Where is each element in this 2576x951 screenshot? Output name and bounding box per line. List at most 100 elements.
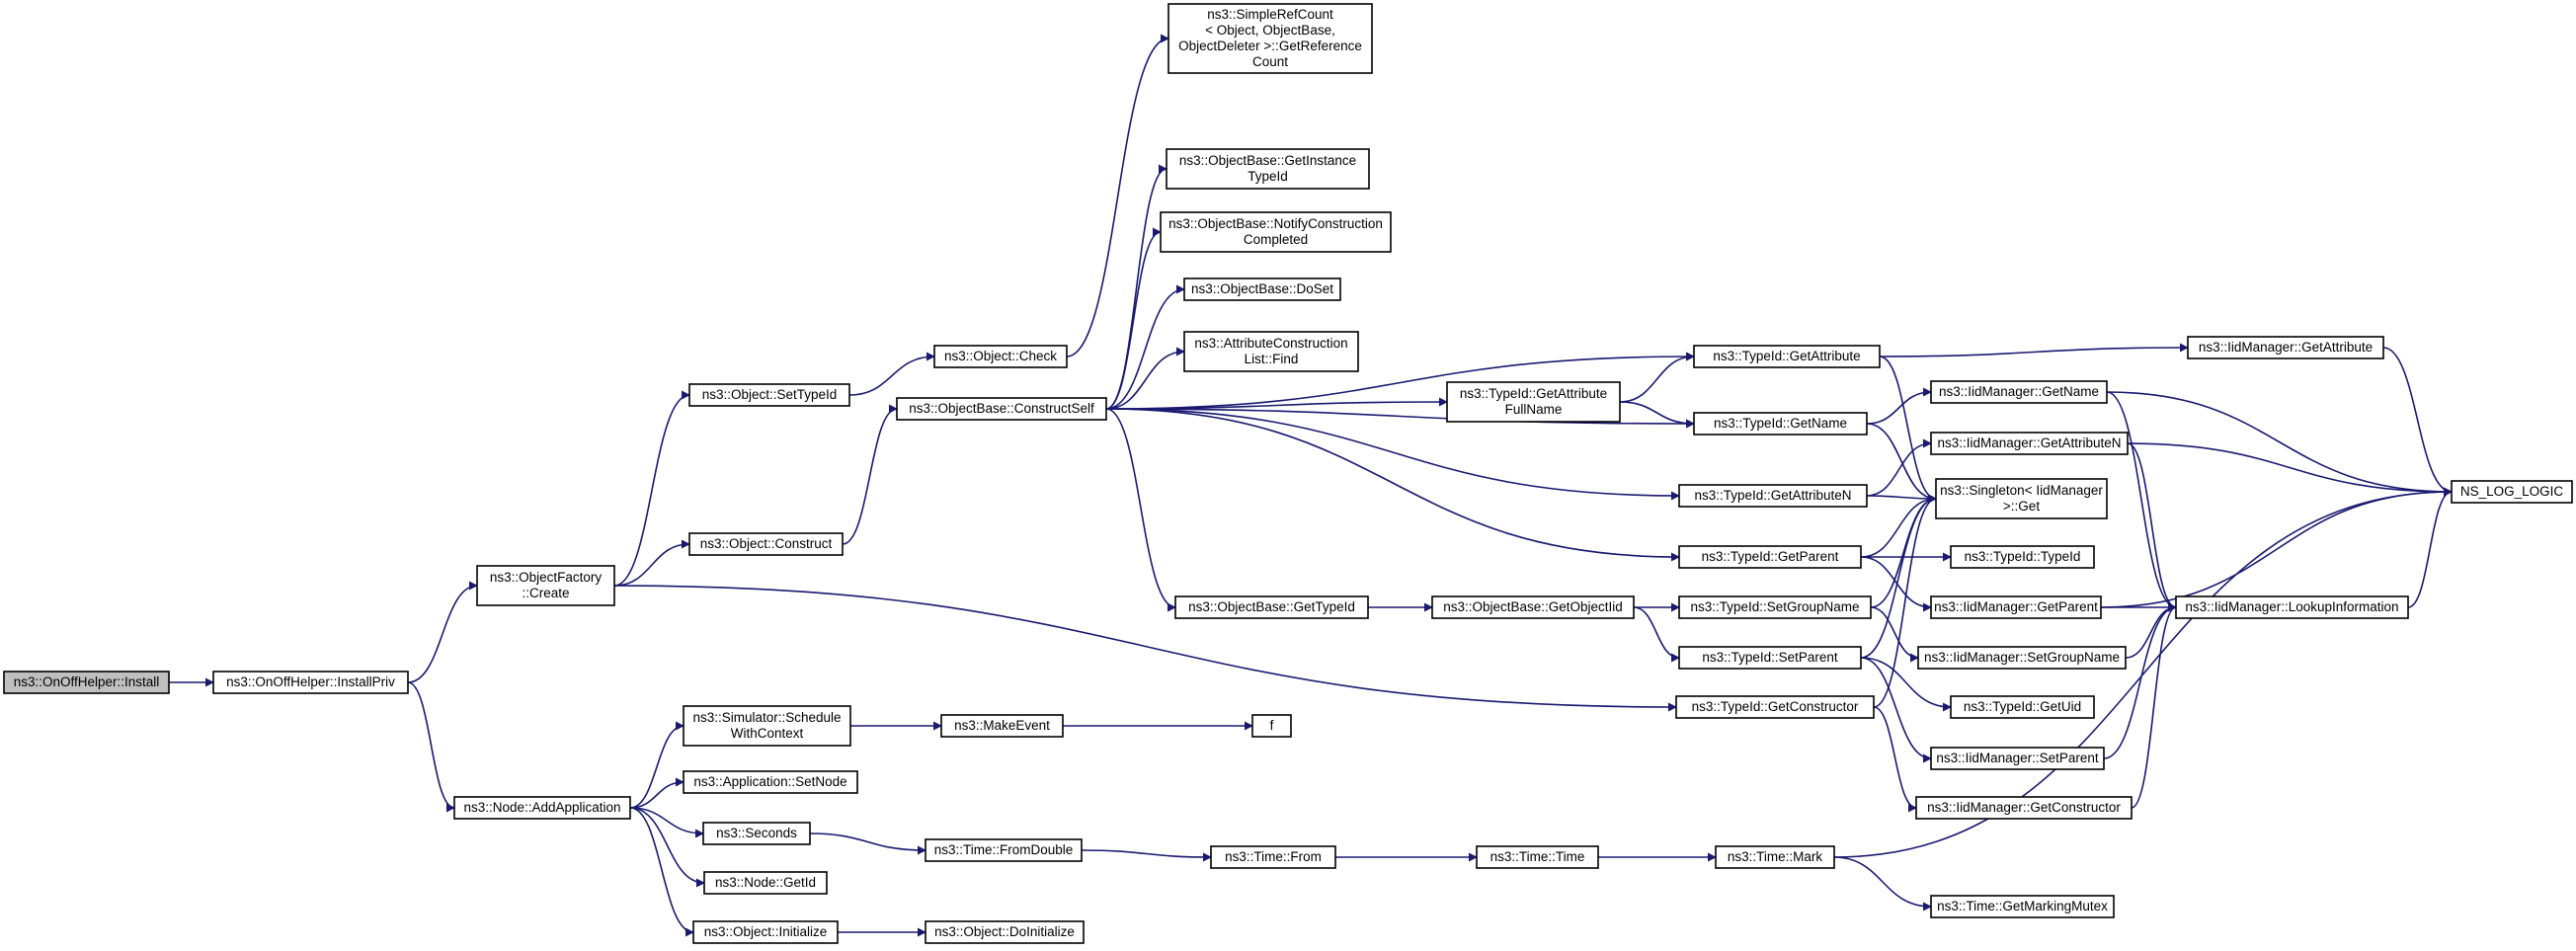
node-ns3-time-getmarkingmutex[interactable]: ns3::Time::GetMarkingMutex <box>1930 895 2115 918</box>
node-ns3-object-doinitialize[interactable]: ns3::Object::DoInitialize <box>925 920 1085 944</box>
node-ns3-makeevent[interactable]: ns3::MakeEvent <box>940 714 1064 738</box>
call-edge <box>613 539 690 587</box>
node-label: ns3::TypeId::TypeId <box>1965 549 2081 564</box>
node-ns3-simplerefcount-object-objectbase-objectdeleter-getreference-count[interactable]: ns3::SimpleRefCount< Object, ObjectBase,… <box>1167 3 1373 74</box>
node-box <box>703 871 828 895</box>
node-ns3-objectbase-gettypeid[interactable]: ns3::ObjectBase::GetTypeId <box>1174 595 1369 619</box>
node-ns3-object-settypeid[interactable]: ns3::Object::SetTypeId <box>688 383 850 407</box>
node-label: ns3::Application::SetNode <box>693 774 846 789</box>
node-ns3-time-time[interactable]: ns3::Time::Time <box>1476 845 1599 869</box>
node-box <box>1431 595 1635 619</box>
node-box <box>212 671 409 694</box>
node-ns3-typeid-typeid[interactable]: ns3::TypeId::TypeId <box>1950 545 2095 569</box>
node-ns-log-logic[interactable]: NS_LOG_LOGIC <box>2451 480 2573 504</box>
call-edge <box>613 390 690 587</box>
call-edge <box>2382 347 2453 497</box>
call-edge <box>2131 602 2177 809</box>
node-ns3-objectbase-notifyconstruction-completed[interactable]: ns3::ObjectBase::NotifyConstructionCompl… <box>1160 211 1392 253</box>
node-ns3-node-getid[interactable]: ns3::Node::GetId <box>703 871 828 895</box>
node-ns3-iidmanager-getattribute[interactable]: ns3::IidManager::GetAttribute <box>2187 336 2384 359</box>
node-ns3-iidmanager-getconstructor[interactable]: ns3::IidManager::GetConstructor <box>1915 796 2133 820</box>
node-ns3-singleton-iidmanager-get[interactable]: ns3::Singleton< IidManager >::Get <box>1935 478 2108 519</box>
node-ns3-typeid-getname[interactable]: ns3::TypeId::GetName <box>1693 412 1868 436</box>
call-edge <box>1105 347 1185 410</box>
call-edge <box>1866 494 1937 504</box>
node-box <box>1183 277 1341 301</box>
call-edge <box>1866 423 1937 504</box>
node-label: Count <box>1252 54 1288 69</box>
call-edge <box>1081 849 1212 862</box>
node-ns3-objectfactory-create[interactable]: ns3::ObjectFactory::Create <box>476 565 615 606</box>
node-ns3-typeid-getconstructor[interactable]: ns3::TypeId::GetConstructor <box>1675 695 1875 719</box>
node-ns3-application-setnode[interactable]: ns3::Application::SetNode <box>683 770 858 794</box>
node-label: ns3::ObjectFactory <box>490 570 603 585</box>
node-box <box>896 397 1107 421</box>
node-ns3-node-addapplication[interactable]: ns3::Node::AddApplication <box>453 796 631 820</box>
node-label: ns3::ObjectBase::NotifyConstruction <box>1168 216 1383 231</box>
node-label: ns3::Object::Construct <box>700 536 833 551</box>
node-label: ns3::ObjectBase::ConstructSelf <box>909 401 1094 416</box>
node-label: ns3::TypeId::SetParent <box>1702 650 1838 665</box>
node-ns3-typeid-getuid[interactable]: ns3::TypeId::GetUid <box>1950 695 2095 719</box>
node-ns3-typeid-setparent[interactable]: ns3::TypeId::SetParent <box>1678 646 1862 670</box>
call-edge <box>2127 442 2453 497</box>
node-ns3-time-from[interactable]: ns3::Time::From <box>1210 845 1336 869</box>
node-label: ns3::Time::Time <box>1490 849 1585 864</box>
node-ns3-object-check[interactable]: ns3::Object::Check <box>933 345 1068 368</box>
node-ns3-objectbase-constructself[interactable]: ns3::ObjectBase::ConstructSelf <box>896 397 1107 421</box>
call-edge <box>2127 442 2177 612</box>
node-box <box>925 920 1085 944</box>
node-box <box>453 796 631 820</box>
node-label: ns3::ObjectBase::GetObjectIid <box>1443 599 1623 614</box>
node-box <box>1678 595 1872 619</box>
node-box <box>1183 331 1359 372</box>
node-label: TypeId <box>1248 169 1288 184</box>
node-ns3-time-mark[interactable]: ns3::Time::Mark <box>1715 845 1835 869</box>
node-label: ns3::TypeId::GetAttributeN <box>1694 488 1851 503</box>
node-ns3-time-fromdouble[interactable]: ns3::Time::FromDouble <box>925 838 1083 862</box>
node-ns3-typeid-getparent[interactable]: ns3::TypeId::GetParent <box>1678 545 1862 569</box>
node-ns3-iidmanager-getattributen[interactable]: ns3::IidManager::GetAttributeN <box>1930 432 2129 455</box>
call-edge <box>629 721 684 809</box>
node-ns3-object-initialize[interactable]: ns3::Object::Initialize <box>692 920 839 944</box>
node-label: ns3::OnOffHelper::Install <box>14 674 160 689</box>
node-box <box>1678 484 1868 508</box>
node-box <box>2451 480 2573 504</box>
node-ns3-typeid-setgroupname[interactable]: ns3::TypeId::SetGroupName <box>1678 595 1872 619</box>
node-label: ns3::ObjectBase::DoSet <box>1191 281 1333 296</box>
node-ns3-iidmanager-getname[interactable]: ns3::IidManager::GetName <box>1930 380 2108 404</box>
node-ns3-objectbase-getobjectiid[interactable]: ns3::ObjectBase::GetObjectIid <box>1431 595 1635 619</box>
call-edge <box>613 585 1677 712</box>
node-box <box>3 671 170 694</box>
node-box <box>1167 3 1373 74</box>
node-ns3-iidmanager-lookupinformation[interactable]: ns3::IidManager::LookupInformation <box>2175 595 2409 619</box>
node-box <box>683 770 858 794</box>
call-edge <box>1879 356 1937 504</box>
node-box <box>1678 545 1862 569</box>
node-ns3-iidmanager-getparent[interactable]: ns3::IidManager::GetParent <box>1930 595 2102 619</box>
node-box <box>1251 714 1292 738</box>
call-edge <box>1879 343 2189 357</box>
node-f[interactable]: f <box>1251 714 1292 738</box>
node-label: FullName <box>1505 402 1563 417</box>
call-edge <box>809 832 926 855</box>
node-label: ::Create <box>522 586 569 600</box>
node-ns3-seconds[interactable]: ns3::Seconds <box>702 822 811 845</box>
node-ns3-typeid-getattributen[interactable]: ns3::TypeId::GetAttributeN <box>1678 484 1868 508</box>
node-ns3-object-construct[interactable]: ns3::Object::Construct <box>688 532 844 556</box>
node-ns3-onoffhelper-installpriv[interactable]: ns3::OnOffHelper::InstallPriv <box>212 671 409 694</box>
node-ns3-objectbase-doset[interactable]: ns3::ObjectBase::DoSet <box>1183 277 1341 301</box>
node-box <box>1476 845 1599 869</box>
call-edge <box>629 777 684 809</box>
node-box <box>1935 478 2108 519</box>
node-ns3-iidmanager-setgroupname[interactable]: ns3::IidManager::SetGroupName <box>1917 646 2127 670</box>
node-ns3-iidmanager-setparent[interactable]: ns3::IidManager::SetParent <box>1930 747 2105 770</box>
call-edge <box>629 807 705 888</box>
node-ns3-typeid-getattribute[interactable]: ns3::TypeId::GetAttribute <box>1693 345 1881 368</box>
node-ns3-onoffhelper-install[interactable]: ns3::OnOffHelper::Install <box>3 671 170 694</box>
